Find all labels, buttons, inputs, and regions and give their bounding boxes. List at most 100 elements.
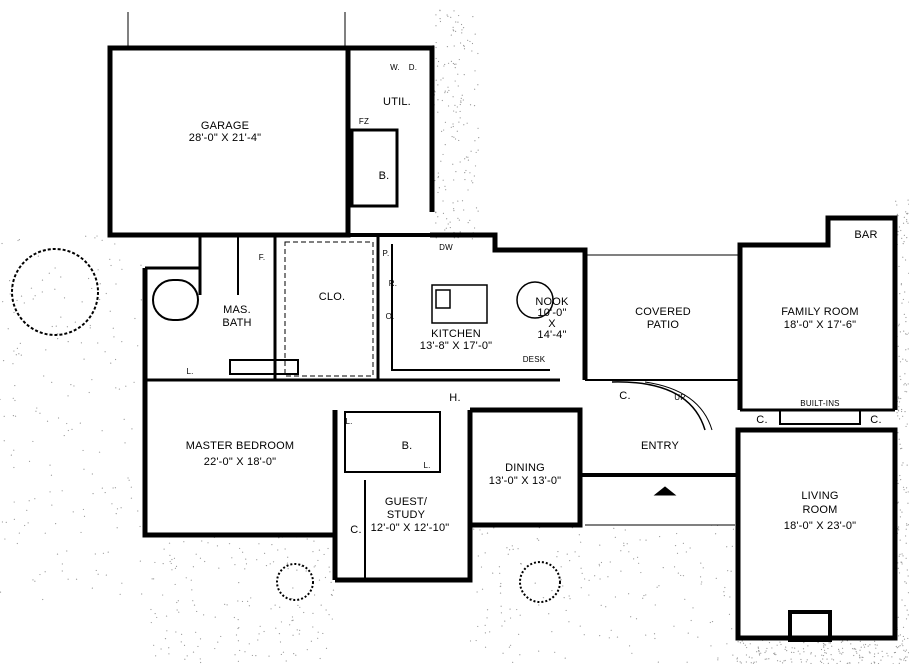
stipple-dot	[806, 659, 808, 661]
stipple-dot	[0, 398, 1, 401]
util-label: UTIL.	[383, 96, 411, 108]
stipple-dot	[726, 643, 728, 645]
stipple-dot	[904, 259, 907, 261]
stipple-dot	[838, 650, 840, 652]
stipple-dot	[193, 604, 196, 606]
master-bedroom-size: 22'-0" X 18'-0"	[203, 456, 277, 468]
stipple-dot	[486, 532, 489, 534]
stipple-dot	[899, 361, 902, 363]
stipple-dot	[657, 661, 659, 663]
entry-closet-label: C.	[619, 390, 631, 402]
stipple-dot	[94, 553, 96, 555]
stipple-dot	[904, 382, 906, 385]
stipple-dot	[897, 415, 899, 417]
stipple-dot	[271, 543, 273, 546]
stipple-dot	[255, 655, 257, 657]
guest-study-label: GUEST/	[384, 496, 428, 508]
stipple-dot	[190, 579, 192, 581]
stipple-dot	[251, 654, 254, 657]
stipple-dot	[66, 550, 68, 552]
stipple-dot	[139, 525, 141, 528]
stipple-dot	[175, 565, 178, 567]
stipple-dot	[506, 547, 508, 549]
stipple-dot	[57, 417, 60, 419]
stipple-dot	[498, 566, 501, 568]
stipple-dot	[63, 297, 66, 299]
stipple-dot	[723, 591, 725, 593]
stipple-dot	[500, 585, 502, 587]
stipple-dot	[110, 264, 112, 267]
stipple-dot	[574, 551, 576, 553]
stipple-dot	[882, 656, 884, 658]
stipple-dot	[477, 127, 479, 129]
stipple-dot	[905, 487, 908, 489]
stipple-dot	[814, 655, 816, 657]
stipple-dot	[873, 662, 876, 664]
stipple-dot	[906, 656, 908, 658]
stipple-dot	[557, 550, 559, 553]
stair-up-label[interactable]: UP	[674, 393, 686, 402]
stipple-dot	[715, 577, 717, 579]
stipple-dot	[764, 651, 766, 654]
stipple-dot	[608, 637, 610, 639]
stipple-dot	[445, 189, 447, 191]
stipple-dot	[115, 513, 117, 515]
stipple-dot	[905, 316, 907, 319]
stipple-dot	[897, 230, 899, 233]
stipple-dot	[150, 621, 152, 624]
stipple-dot	[13, 501, 15, 503]
stipple-dot	[195, 553, 197, 555]
stipple-dot	[807, 645, 809, 647]
stipple-dot	[626, 543, 628, 545]
stipple-dot	[542, 597, 545, 599]
dining-size: 13'-0" X 13'-0"	[488, 475, 562, 487]
stipple-dot	[674, 544, 677, 547]
stipple-dot	[786, 650, 788, 652]
stipple-dot	[465, 169, 467, 172]
stipple-dot	[599, 635, 601, 637]
stipple-dot	[897, 345, 899, 347]
stipple-dot	[115, 387, 117, 389]
stipple-dot	[48, 272, 50, 274]
stipple-dot	[291, 619, 293, 622]
stipple-dot	[156, 616, 158, 619]
stipple-dot	[700, 583, 702, 585]
oven-label: O.	[385, 312, 395, 321]
stipple-dot	[906, 609, 908, 611]
stipple-dot	[169, 560, 171, 563]
stipple-dot	[264, 552, 266, 554]
stipple-dot	[441, 99, 443, 102]
stipple-dot	[61, 490, 63, 492]
stipple-dot	[781, 662, 784, 664]
stipple-dot	[901, 302, 903, 304]
stipple-dot	[442, 179, 444, 181]
stipple-dot	[899, 658, 901, 660]
stipple-dot	[736, 660, 738, 662]
stipple-dot	[154, 612, 156, 615]
stipple-dot	[51, 504, 53, 506]
stipple-dot	[169, 554, 171, 556]
stipple-dot	[278, 633, 281, 635]
stipple-dot	[810, 653, 812, 655]
stipple-dot	[455, 21, 457, 23]
garage-walls	[107, 45, 351, 238]
stipple-dot	[790, 658, 792, 660]
stipple-dot	[900, 378, 902, 381]
stipple-dot	[140, 299, 142, 301]
stipple-dot	[461, 200, 464, 202]
stipple-dot	[905, 542, 907, 544]
stipple-dot	[450, 34, 452, 36]
stipple-dot	[499, 592, 502, 594]
stipple-dot	[581, 572, 583, 574]
stipple-dot	[150, 608, 152, 611]
stipple-dot	[500, 582, 502, 585]
stipple-dot	[458, 58, 460, 61]
stipple-dot	[435, 14, 437, 16]
stipple-dot	[287, 556, 289, 558]
stipple-dot	[67, 341, 69, 343]
stipple-dot	[1, 242, 3, 245]
stipple-dot	[904, 410, 906, 413]
stipple-dot	[233, 616, 235, 619]
stipple-dot	[248, 605, 250, 607]
stipple-dot	[899, 443, 901, 445]
